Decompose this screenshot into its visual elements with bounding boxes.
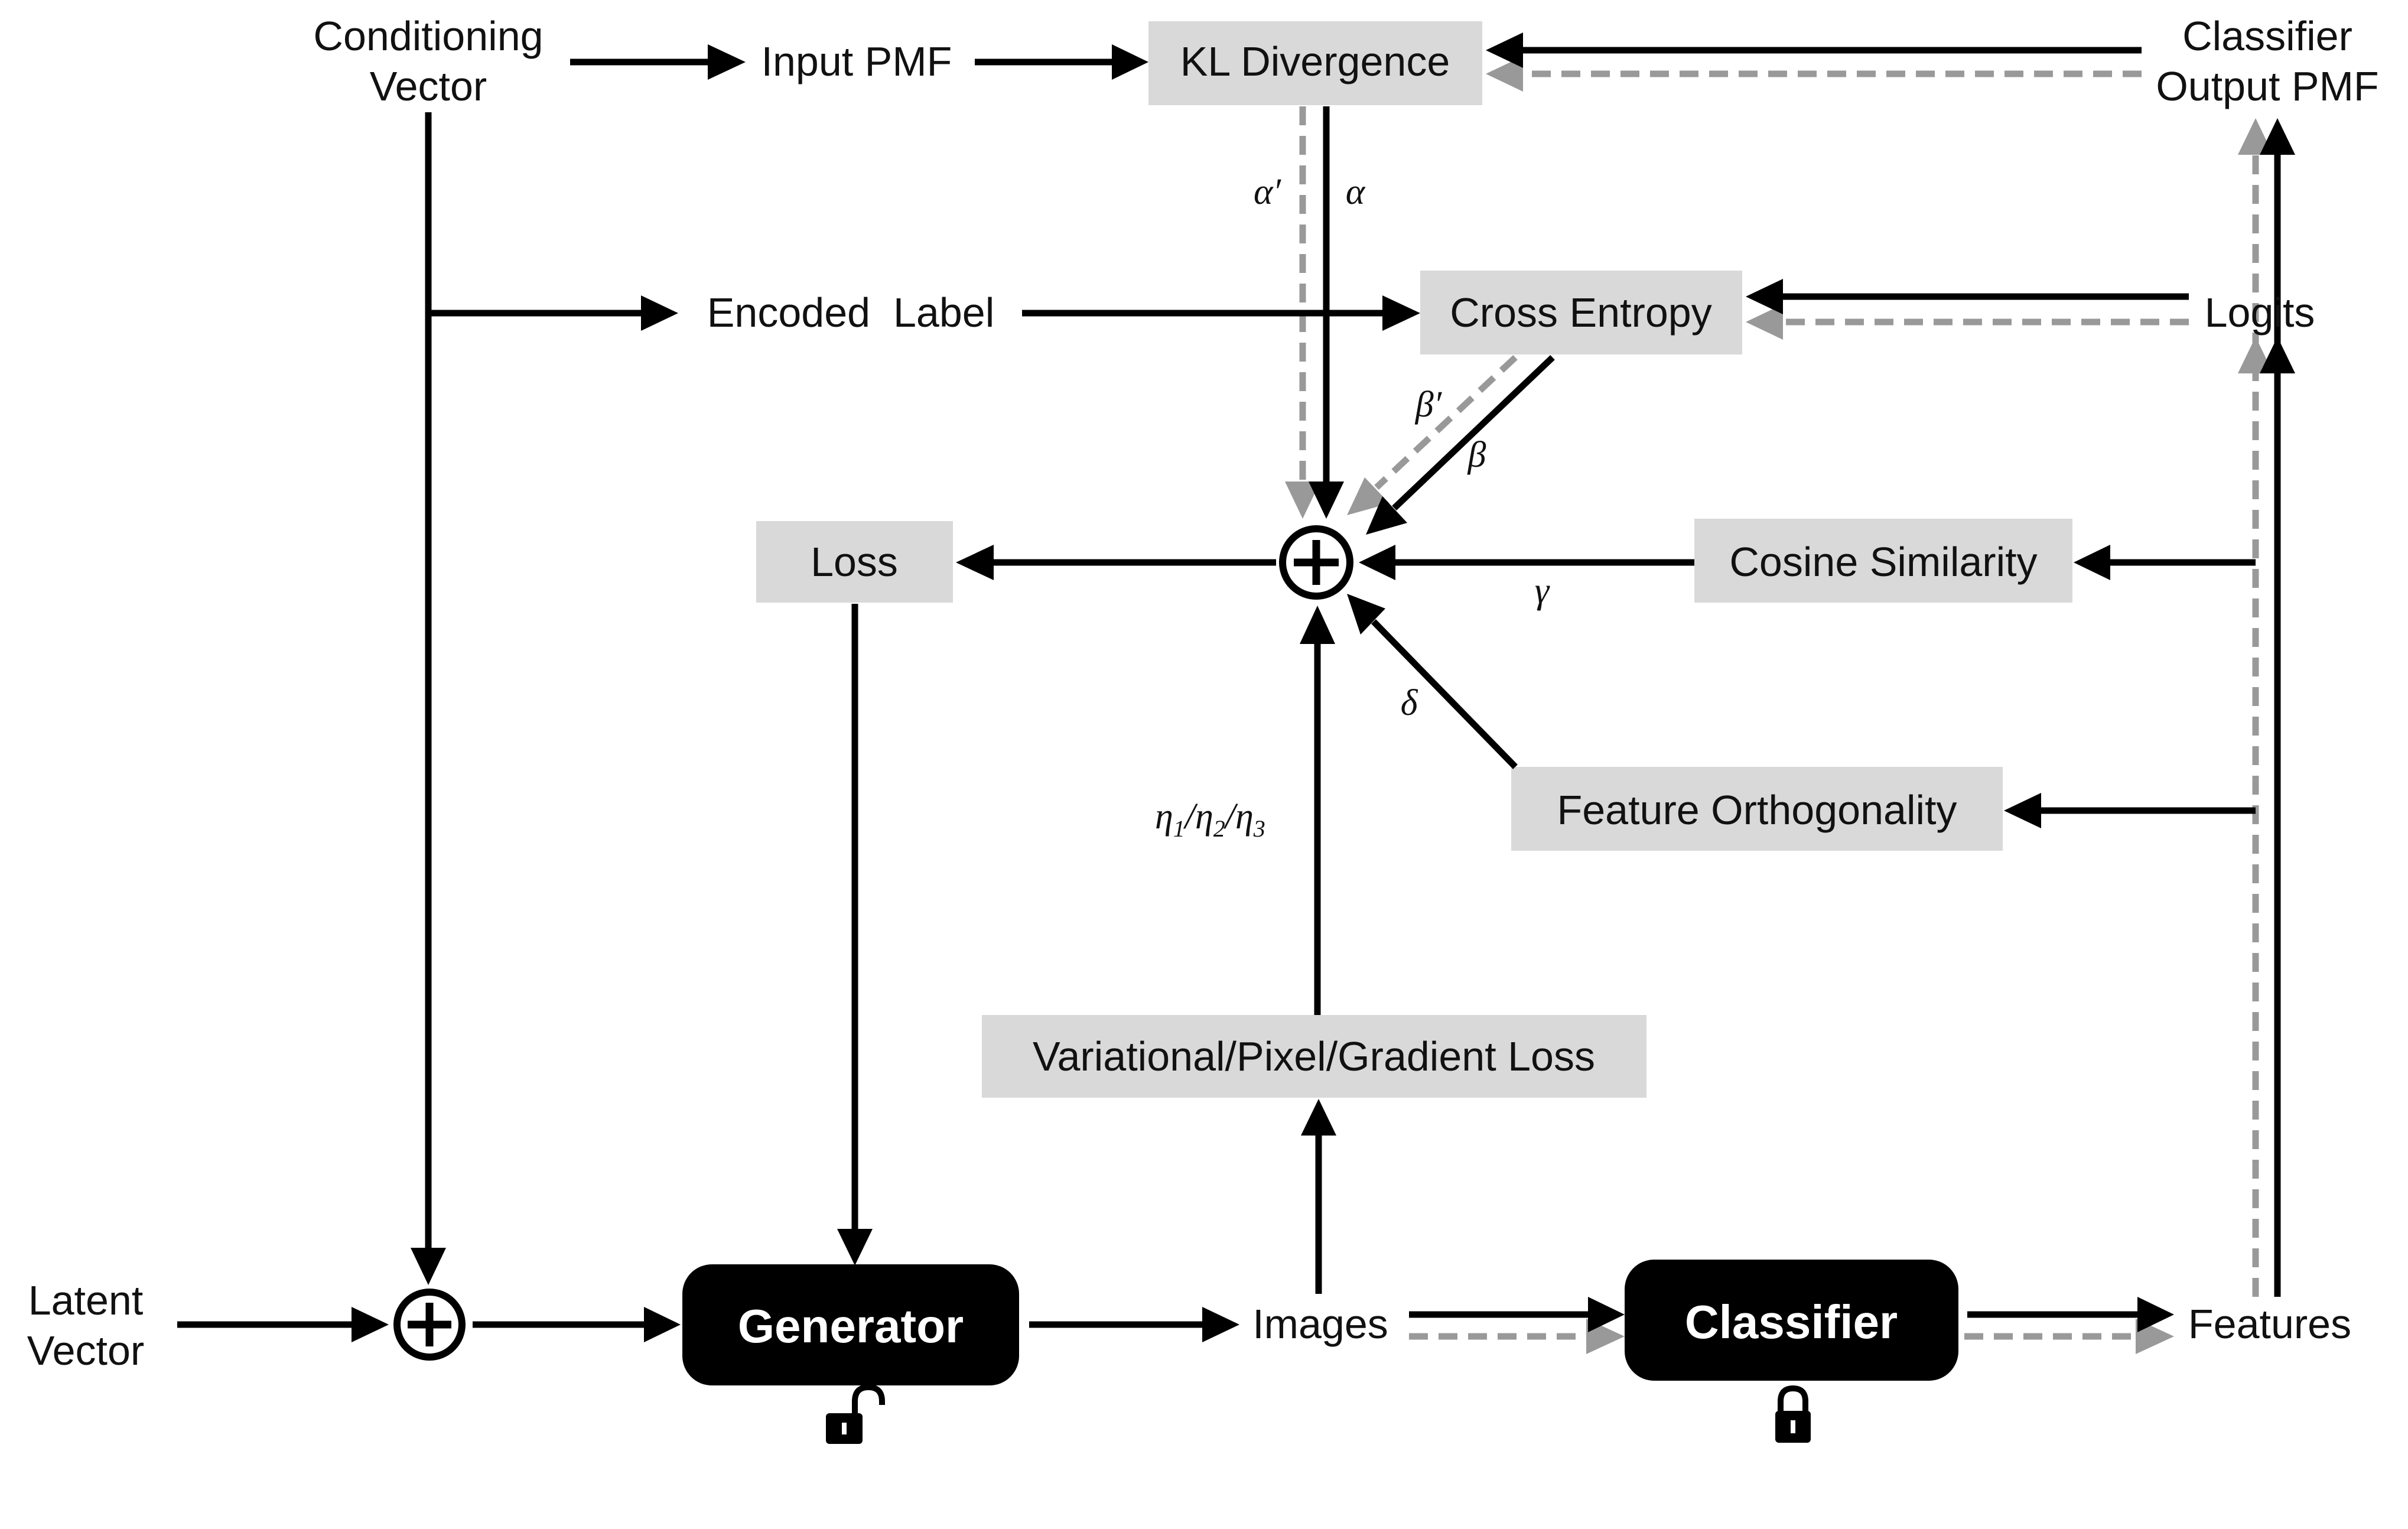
cosine-similarity-box: [1694, 519, 2072, 603]
classifier-output-pmf-label-line1: Classifier: [2182, 13, 2352, 59]
delta-label: δ: [1401, 683, 1418, 723]
logits-label: Logits: [2205, 289, 2315, 336]
latent-vector-label-line1: Latent: [28, 1277, 144, 1323]
loss-box: [756, 521, 953, 603]
features-label: Features: [2188, 1301, 2351, 1347]
cross-entropy-label: Cross Entropy: [1450, 289, 1711, 336]
alpha-prime-label: α′: [1254, 172, 1282, 212]
dashed-paths: [1285, 56, 2273, 1354]
beta-prime-label: β′: [1415, 385, 1443, 425]
dash-arrow-sum-alpha: [1285, 482, 1320, 519]
conditioning-vector-label-line1: Conditioning: [313, 13, 543, 59]
kl-divergence-box: [1148, 21, 1482, 105]
kl-divergence-label: KL Divergence: [1180, 38, 1450, 84]
solid-paths: [177, 32, 2295, 1342]
gamma-label: γ: [1535, 571, 1550, 611]
unlocked-padlock-icon: [826, 1384, 885, 1444]
conditioning-vector-label-line2: Vector: [370, 63, 487, 109]
encoded-label-label: Encoded Label: [707, 289, 995, 336]
variational-loss-label: Variational/Pixel/Gradient Loss: [1033, 1033, 1595, 1079]
generator-label: Generator: [738, 1300, 964, 1352]
edge-orthogonality-to-sum: [1371, 619, 1518, 769]
cross-entropy-box: [1420, 271, 1742, 354]
loss-label: Loss: [811, 539, 898, 585]
feature-orthogonality-box: [1511, 767, 2003, 851]
cosine-similarity-label: Cosine Similarity: [1729, 539, 2037, 585]
dash-arrow-ce: [1746, 304, 1783, 340]
sum-symbol-top: [1279, 525, 1353, 600]
generator-box: [682, 1264, 1019, 1385]
edge-ce-to-sum: [1392, 355, 1555, 510]
dash-arrow-kl: [1486, 56, 1523, 92]
dash-ce-to-sum: [1374, 354, 1518, 490]
classifier-label: Classifier: [1685, 1296, 1898, 1348]
feature-orthogonality-label: Feature Orthogonality: [1557, 787, 1957, 833]
images-label: Images: [1252, 1301, 1388, 1347]
eta-label: η1/η2/η3: [1155, 796, 1265, 842]
sum-symbol-bottom: [393, 1289, 466, 1361]
classifier-output-pmf-label-line2: Output PMF: [2156, 63, 2378, 109]
latent-vector-label-line2: Vector: [27, 1328, 144, 1374]
alpha-label: α: [1346, 172, 1366, 212]
classifier-box: [1625, 1260, 1958, 1381]
variational-loss-box: [982, 1015, 1646, 1098]
input-pmf-label: Input PMF: [762, 38, 952, 84]
locked-padlock-icon: [1775, 1385, 1811, 1443]
beta-label: β: [1467, 435, 1486, 475]
